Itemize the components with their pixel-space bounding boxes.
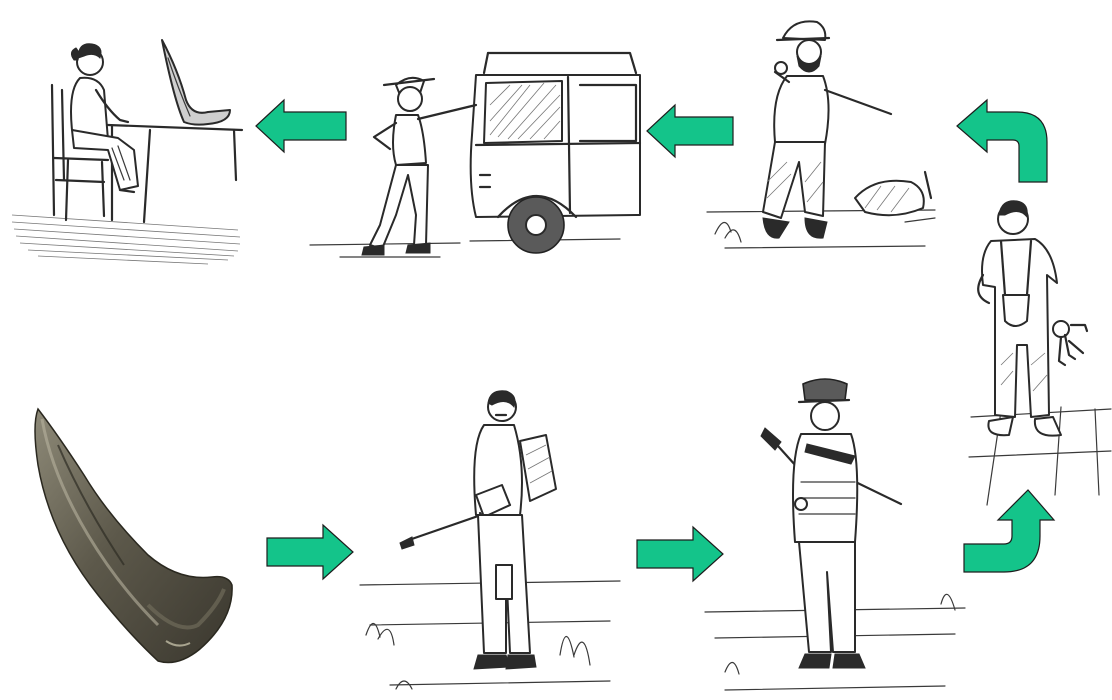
armed-ranger-icon <box>360 385 630 700</box>
arrow-curve-bottom-right <box>962 488 1056 574</box>
seated-woman-with-horn-icon <box>8 30 244 270</box>
officer-panel <box>705 372 970 700</box>
hunter-panel <box>705 12 940 272</box>
curved-arrow-icon <box>962 488 1056 574</box>
man-with-keys-icon <box>965 195 1112 525</box>
horn-photo-panel <box>28 405 236 667</box>
driver-panel <box>300 45 645 270</box>
curved-arrow-icon <box>955 98 1050 184</box>
bearded-hunter-icon <box>705 12 940 272</box>
right-arrow-icon <box>265 523 355 581</box>
keeper-panel <box>965 195 1112 525</box>
buyer-panel <box>8 30 244 270</box>
rhino-horn-icon <box>28 405 236 667</box>
uniformed-officer-icon <box>705 372 970 700</box>
ranger-panel <box>360 385 630 700</box>
man-at-vehicle-icon <box>300 45 645 270</box>
arrow-right-bottom-1 <box>265 523 355 581</box>
arrow-curve-top-right <box>955 98 1050 184</box>
